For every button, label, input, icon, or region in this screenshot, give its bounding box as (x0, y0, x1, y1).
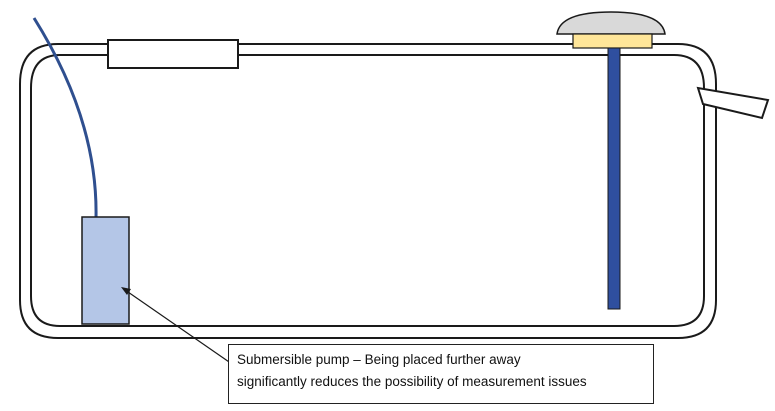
pump-hose (32, 17, 98, 219)
probe-rod (607, 47, 621, 310)
tank-inner-wall (30, 54, 705, 327)
callout-leader-line (127, 291, 233, 365)
probe-cap-icon (556, 11, 666, 35)
probe-gasket (572, 33, 653, 49)
callout-arrowhead (121, 287, 131, 295)
fill-pipe (107, 39, 239, 69)
vent-pipe (696, 86, 770, 120)
submersible-pump (81, 216, 130, 325)
callout-label: Submersible pump – Being placed further … (228, 344, 654, 404)
callout-line-1: Submersible pump – Being placed further … (237, 352, 521, 367)
tank-outer-wall (19, 43, 717, 339)
callout-line-2: significantly reduces the possibility of… (237, 374, 587, 389)
